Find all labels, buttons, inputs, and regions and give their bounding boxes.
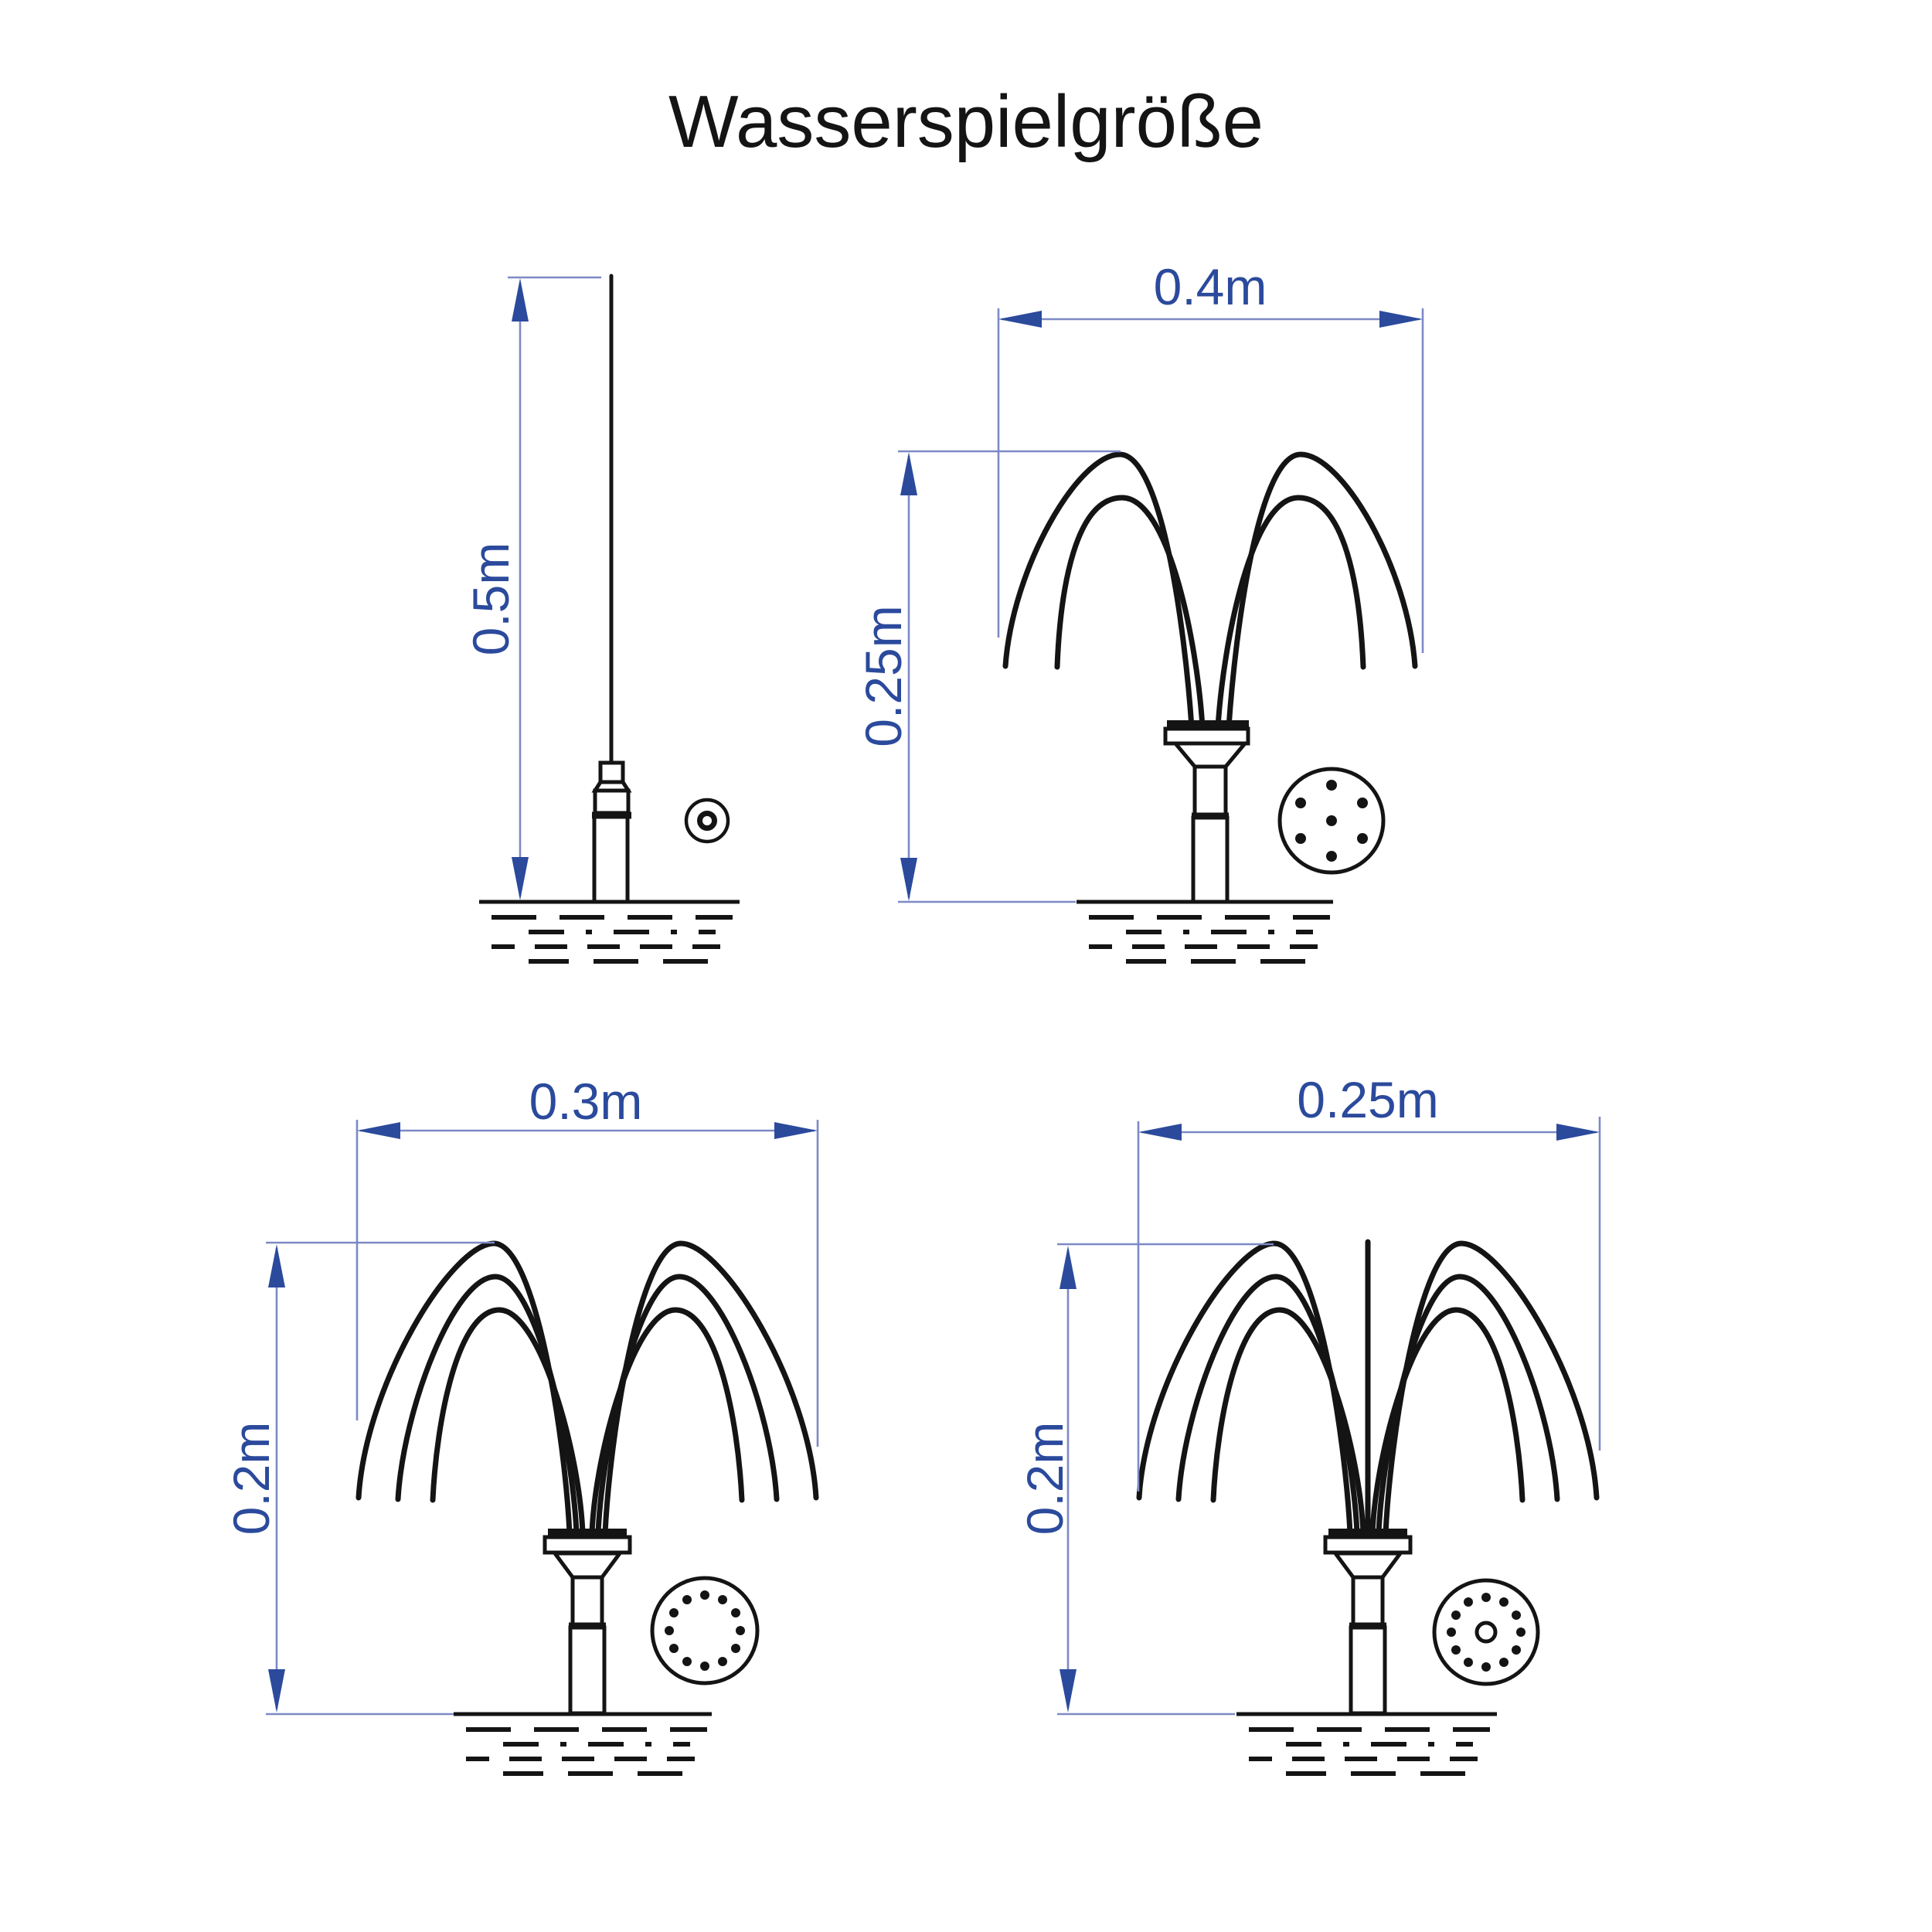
dimension-width: 0.4m bbox=[997, 258, 1424, 653]
arrow-up-icon bbox=[268, 1244, 285, 1287]
fountain-triple-arc: 0.3m 0.2m bbox=[223, 1073, 819, 1776]
arrow-up-icon bbox=[1060, 1246, 1077, 1289]
arrow-down-icon bbox=[268, 1669, 285, 1713]
water-ripples bbox=[1249, 1727, 1490, 1776]
fountain-double-arc: 0.4m 0.25m bbox=[855, 258, 1424, 964]
nozzle-side-view bbox=[1163, 720, 1250, 904]
water-arcs bbox=[355, 1240, 819, 1536]
dimension-height: 0.2m bbox=[223, 1241, 495, 1716]
nozzle-top-view-7-holes bbox=[1277, 767, 1386, 875]
page-title: Wasserspielgröße bbox=[668, 80, 1264, 163]
nozzle-side-view bbox=[543, 1529, 632, 1716]
nozzle-side-view bbox=[1323, 1529, 1413, 1716]
arrow-right-icon bbox=[774, 1122, 818, 1139]
water-arcs bbox=[1002, 451, 1418, 730]
width-label: 0.3m bbox=[529, 1073, 643, 1130]
arrow-up-icon bbox=[900, 452, 917, 495]
arrow-left-icon bbox=[1138, 1124, 1182, 1141]
arrow-left-icon bbox=[998, 311, 1042, 328]
dimension-height: 0.5m bbox=[462, 276, 601, 900]
dimension-height: 0.2m bbox=[1016, 1243, 1274, 1716]
height-label: 0.2m bbox=[1016, 1422, 1073, 1536]
width-label: 0.25m bbox=[1297, 1071, 1438, 1128]
width-label: 0.4m bbox=[1154, 258, 1267, 315]
fountain-single-jet: 0.5m bbox=[462, 274, 740, 964]
water-arcs bbox=[1136, 1239, 1600, 1536]
dimension-width: 0.25m bbox=[1137, 1071, 1601, 1492]
arrow-up-icon bbox=[512, 278, 529, 321]
arrow-left-icon bbox=[357, 1122, 400, 1139]
arrow-right-icon bbox=[1556, 1124, 1600, 1141]
fountain-triple-arc-center-jet: 0.25m 0.2m bbox=[1016, 1071, 1601, 1776]
nozzle-top-view-single-hole bbox=[684, 798, 730, 844]
water-ripples bbox=[466, 1727, 707, 1776]
height-label: 0.5m bbox=[462, 543, 519, 656]
dimension-width: 0.3m bbox=[355, 1073, 819, 1447]
nozzle-top-view-12-holes bbox=[650, 1576, 760, 1685]
height-label: 0.25m bbox=[855, 605, 912, 747]
arrow-down-icon bbox=[900, 858, 917, 901]
dimension-height: 0.25m bbox=[855, 450, 1121, 903]
height-label: 0.2m bbox=[223, 1422, 280, 1536]
arrow-down-icon bbox=[1060, 1669, 1077, 1713]
nozzle-side-view bbox=[591, 760, 632, 904]
water-ripples bbox=[492, 915, 733, 964]
water-ripples bbox=[1089, 915, 1330, 964]
arrow-right-icon bbox=[1379, 311, 1423, 328]
nozzle-top-view-12-holes-center bbox=[1432, 1578, 1540, 1686]
arrow-down-icon bbox=[512, 857, 529, 900]
